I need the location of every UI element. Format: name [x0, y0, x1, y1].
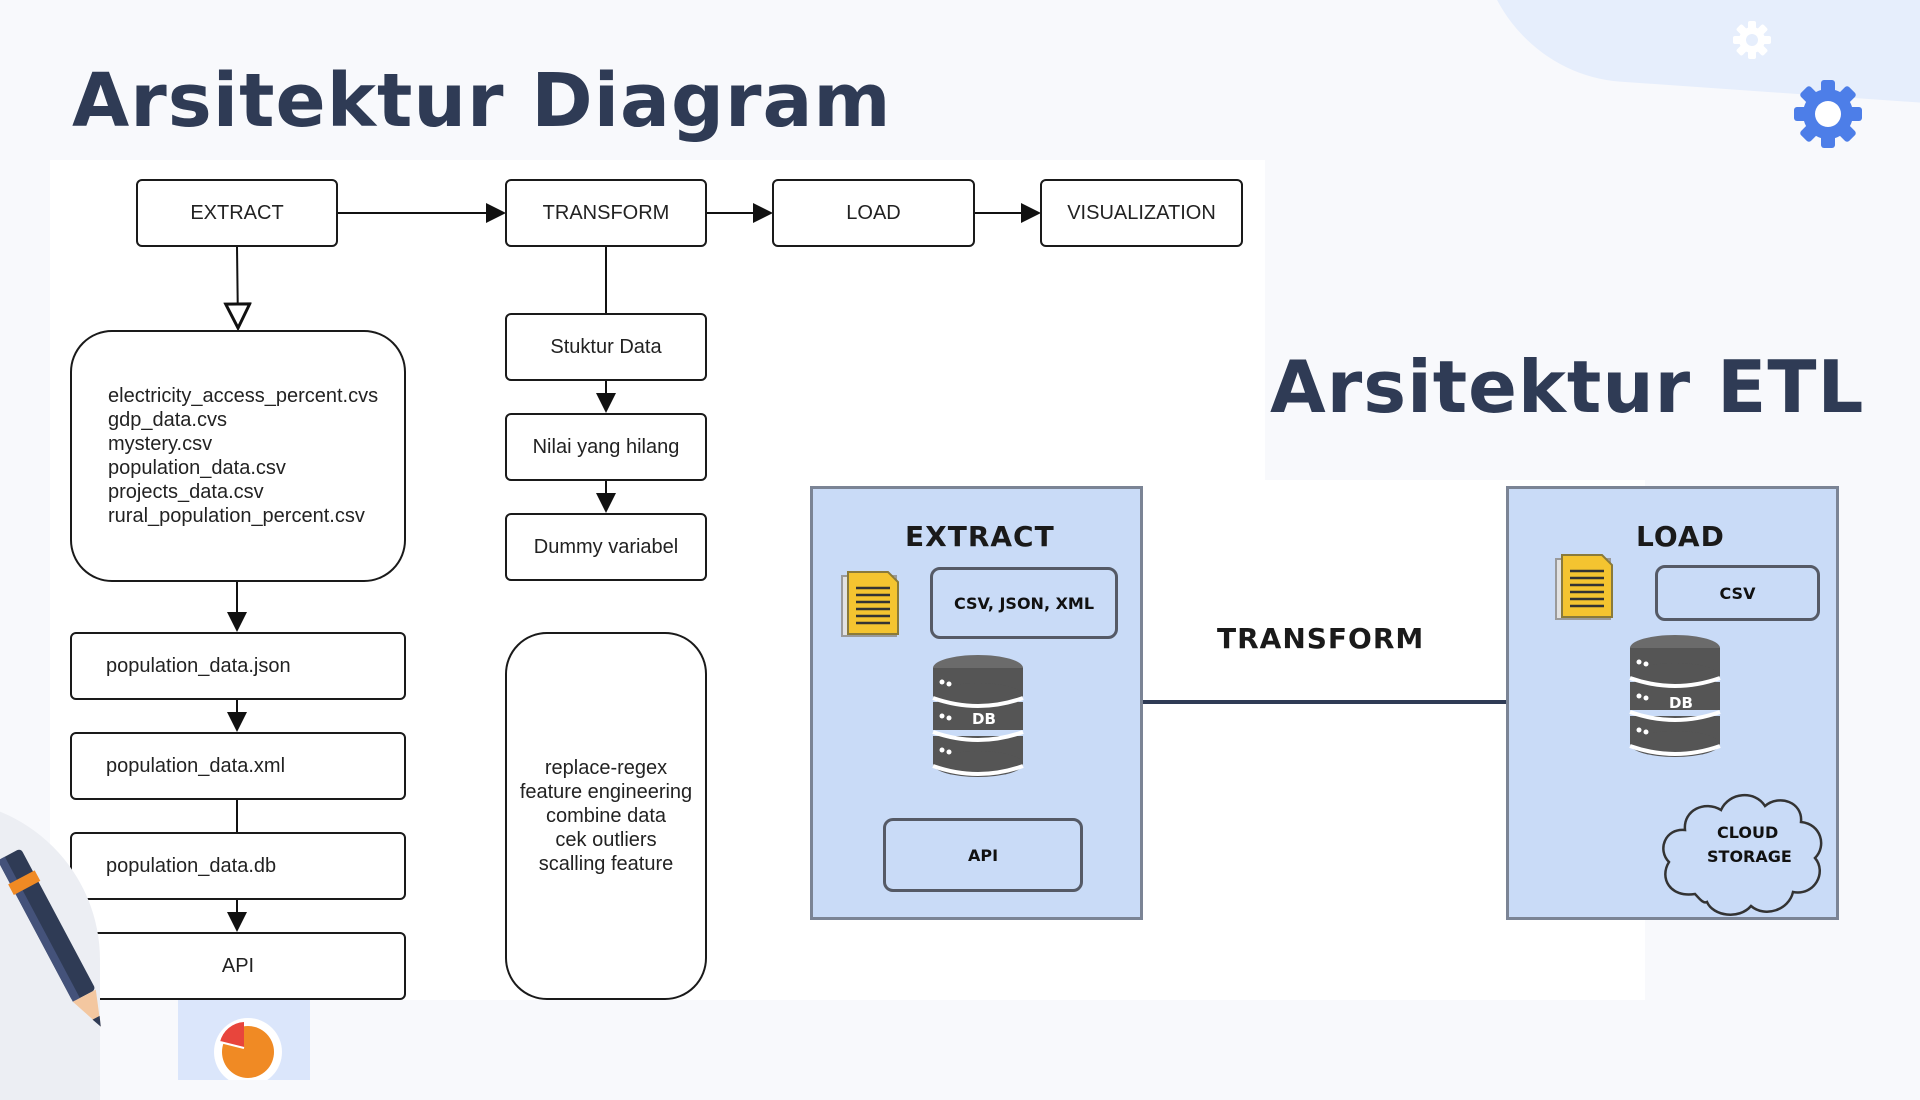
cloud-line-1: CLOUD [1717, 823, 1778, 842]
etl-transform-label: TRANSFORM [1217, 622, 1425, 655]
json-box: population_data.json [70, 632, 406, 700]
struktur-data-box: Stuktur Data [505, 313, 707, 381]
extract-formats: CSV, JSON, XML [930, 567, 1118, 639]
transform-step: combine data [545, 805, 667, 827]
small-gear-icon [1733, 21, 1771, 59]
document-icon [1555, 554, 1613, 620]
xml-box: population_data.xml [70, 732, 406, 800]
extract-box: EXTRACT [136, 179, 338, 247]
etl-load-title: LOAD [1636, 520, 1725, 553]
source-file: population_data.csv [108, 457, 286, 479]
etl-extract-title: EXTRACT [905, 520, 1055, 553]
transform-step: feature engineering [519, 781, 693, 803]
source-files-box: electricity_access_percent.cvs gdp_data.… [70, 330, 406, 582]
load-db-label: DB [1669, 694, 1693, 712]
cloud-storage-icon: CLOUD STORAGE [1662, 793, 1823, 916]
load-box: LOAD [772, 179, 975, 247]
etl-title: Arsitektur ETL [1270, 345, 1865, 429]
transform-box: TRANSFORM [505, 179, 707, 247]
extract-db-label: DB [972, 710, 996, 728]
dummy-variabel-box: Dummy variabel [505, 513, 707, 581]
transform-step: scalling feature [538, 853, 674, 875]
transform-line [1142, 700, 1509, 704]
source-file: electricity_access_percent.cvs [108, 385, 379, 407]
extract-api: API [883, 818, 1083, 892]
database-icon: DB [932, 655, 1024, 777]
diagram-title: Arsitektur Diagram [72, 58, 892, 144]
transform-step: replace-regex [544, 757, 668, 779]
load-format: CSV [1655, 565, 1820, 621]
transform-steps-box: replace-regex feature engineering combin… [505, 632, 707, 1000]
visualization-box: VISUALIZATION [1040, 179, 1243, 247]
gear-icon [1794, 80, 1862, 148]
database-icon: DB [1629, 635, 1721, 757]
source-file: projects_data.csv [108, 481, 264, 503]
pen-icon [0, 849, 101, 1027]
document-icon [841, 571, 899, 637]
source-file: mystery.csv [108, 433, 213, 455]
nilai-hilang-box: Nilai yang hilang [505, 413, 707, 481]
arrow-extract-files [237, 246, 238, 326]
cloud-line-2: STORAGE [1707, 847, 1792, 866]
pie-chart-icon [214, 1018, 282, 1080]
source-file: rural_population_percent.csv [108, 505, 365, 527]
db-box: population_data.db [70, 832, 406, 900]
api-box: API [70, 932, 406, 1000]
source-file: gdp_data.cvs [108, 409, 227, 431]
transform-step: cek outliers [555, 829, 657, 851]
